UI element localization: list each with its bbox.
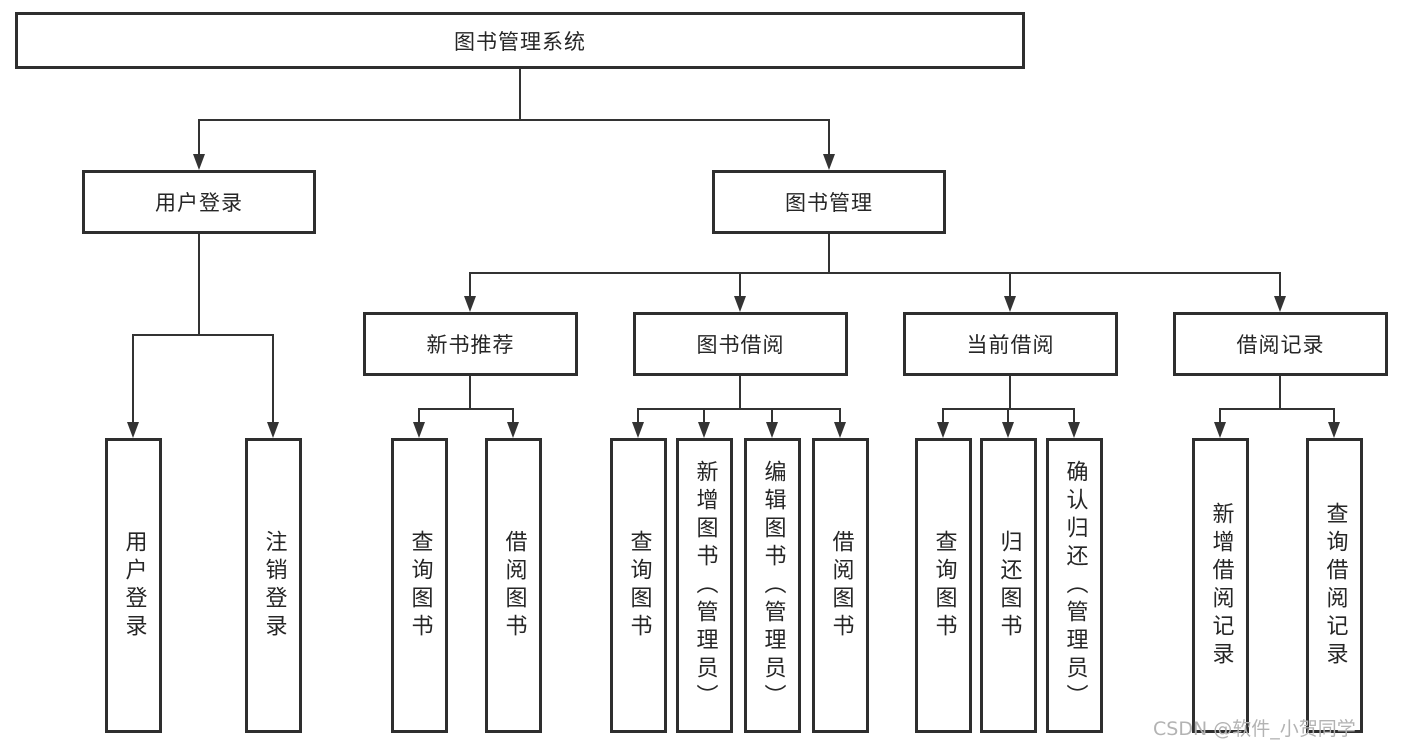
- connector-to-leaf-return-books: [1007, 408, 1009, 424]
- connector-to-leaf-add-books: [703, 408, 705, 424]
- connector-borrowing-records-stub: [1279, 374, 1281, 410]
- node-book-borrowing-label: 图书借阅: [696, 333, 785, 357]
- connector-borrowing-records-branch: [1219, 408, 1335, 410]
- leaf-add-borrow-record-label: 新增借阅记录: [1208, 501, 1234, 670]
- node-user-login: 用户登录: [82, 170, 316, 234]
- node-current-borrowing: 当前借阅: [903, 312, 1118, 376]
- arrow-down-icon: [698, 422, 710, 438]
- arrow-down-icon: [507, 422, 519, 438]
- leaf-query-books-recommend-label: 查询图书: [407, 529, 433, 642]
- node-root: 图书管理系统: [15, 12, 1025, 69]
- leaf-confirm-return-admin-label: 确认归还（管理员）: [1062, 459, 1088, 712]
- connector-book-management-stub: [828, 232, 830, 274]
- connector-to-leaf-user-login: [132, 334, 134, 424]
- leaf-logout-label: 注销登录: [261, 529, 287, 642]
- arrow-down-icon: [464, 296, 476, 312]
- connector-level1-horizontal: [198, 119, 830, 121]
- connector-root-trunk: [519, 68, 521, 120]
- leaf-query-books-current: 查询图书: [915, 438, 972, 733]
- node-new-book-recommend-label: 新书推荐: [426, 333, 515, 357]
- arrow-down-icon: [734, 296, 746, 312]
- leaf-query-books-current-label: 查询图书: [931, 529, 957, 642]
- leaf-user-login: 用户登录: [105, 438, 162, 733]
- connector-to-book-borrowing: [739, 272, 741, 298]
- connector-user-login-stub: [198, 232, 200, 336]
- leaf-borrow-books-borrowing-label: 借阅图书: [828, 529, 854, 642]
- connector-to-book-management: [828, 119, 830, 157]
- connector-to-leaf-query-borrow-record: [1333, 408, 1335, 424]
- leaf-query-books-recommend: 查询图书: [391, 438, 448, 733]
- leaf-borrow-books-recommend-label: 借阅图书: [501, 529, 527, 642]
- connector-to-leaf-query-books-recommend: [418, 408, 420, 424]
- leaf-logout: 注销登录: [245, 438, 302, 733]
- arrow-down-icon: [413, 422, 425, 438]
- node-borrowing-records-label: 借阅记录: [1236, 333, 1325, 357]
- connector-user-login-branch: [132, 334, 274, 336]
- leaf-query-borrow-record-label: 查询借阅记录: [1322, 501, 1348, 670]
- connector-to-leaf-confirm-return: [1073, 408, 1075, 424]
- arrow-down-icon: [1274, 296, 1286, 312]
- arrow-down-icon: [766, 422, 778, 438]
- leaf-borrow-books-borrowing: 借阅图书: [812, 438, 869, 733]
- connector-current-borrowing-stub: [1009, 374, 1011, 410]
- arrow-down-icon: [937, 422, 949, 438]
- node-user-login-label: 用户登录: [155, 191, 243, 215]
- leaf-confirm-return-admin: 确认归还（管理员）: [1046, 438, 1103, 733]
- connector-to-user-login: [198, 119, 200, 157]
- arrow-down-icon: [632, 422, 644, 438]
- connector-book-borrowing-branch: [637, 408, 841, 410]
- connector-new-book-recommend-branch: [418, 408, 514, 410]
- arrow-down-icon: [1004, 296, 1016, 312]
- connector-to-borrowing-records: [1279, 272, 1281, 298]
- node-new-book-recommend: 新书推荐: [363, 312, 578, 376]
- connector-to-new-book-recommend: [469, 272, 471, 298]
- connector-to-leaf-edit-books: [771, 408, 773, 424]
- arrow-down-icon: [834, 422, 846, 438]
- leaf-add-books-admin: 新增图书（管理员）: [676, 438, 733, 733]
- node-book-management: 图书管理: [712, 170, 946, 234]
- node-book-management-label: 图书管理: [785, 191, 873, 215]
- connector-new-book-recommend-stub: [469, 374, 471, 410]
- leaf-add-books-admin-label: 新增图书（管理员）: [692, 459, 718, 712]
- connector-to-current-borrowing: [1009, 272, 1011, 298]
- leaf-borrow-books-recommend: 借阅图书: [485, 438, 542, 733]
- node-root-label: 图书管理系统: [454, 29, 586, 54]
- arrow-down-icon: [1214, 422, 1226, 438]
- arrow-down-icon: [1328, 422, 1340, 438]
- connector-level2-horizontal: [469, 272, 1281, 274]
- connector-to-leaf-borrow-books-borrowing: [839, 408, 841, 424]
- leaf-user-login-label: 用户登录: [121, 529, 147, 642]
- node-current-borrowing-label: 当前借阅: [966, 333, 1055, 357]
- connector-to-leaf-query-books-borrowing: [637, 408, 639, 424]
- node-book-borrowing: 图书借阅: [633, 312, 848, 376]
- arrow-down-icon: [267, 422, 279, 438]
- arrow-down-icon: [1002, 422, 1014, 438]
- leaf-query-books-borrowing-label: 查询图书: [626, 529, 652, 642]
- connector-book-borrowing-stub: [739, 374, 741, 410]
- connector-to-leaf-borrow-books-recommend: [512, 408, 514, 424]
- arrow-down-icon: [823, 154, 835, 170]
- leaf-query-borrow-record: 查询借阅记录: [1306, 438, 1363, 733]
- watermark: CSDN @软件_小贺同学: [1153, 718, 1356, 740]
- arrow-down-icon: [1068, 422, 1080, 438]
- arrow-down-icon: [127, 422, 139, 438]
- connector-to-leaf-add-borrow-record: [1219, 408, 1221, 424]
- leaf-return-books: 归还图书: [980, 438, 1037, 733]
- connector-to-leaf-query-books-current: [942, 408, 944, 424]
- arrow-down-icon: [193, 154, 205, 170]
- leaf-add-borrow-record: 新增借阅记录: [1192, 438, 1249, 733]
- leaf-edit-books-admin-label: 编辑图书（管理员）: [760, 459, 786, 712]
- node-borrowing-records: 借阅记录: [1173, 312, 1388, 376]
- leaf-return-books-label: 归还图书: [996, 529, 1022, 642]
- leaf-edit-books-admin: 编辑图书（管理员）: [744, 438, 801, 733]
- leaf-query-books-borrowing: 查询图书: [610, 438, 667, 733]
- connector-to-leaf-logout: [272, 334, 274, 424]
